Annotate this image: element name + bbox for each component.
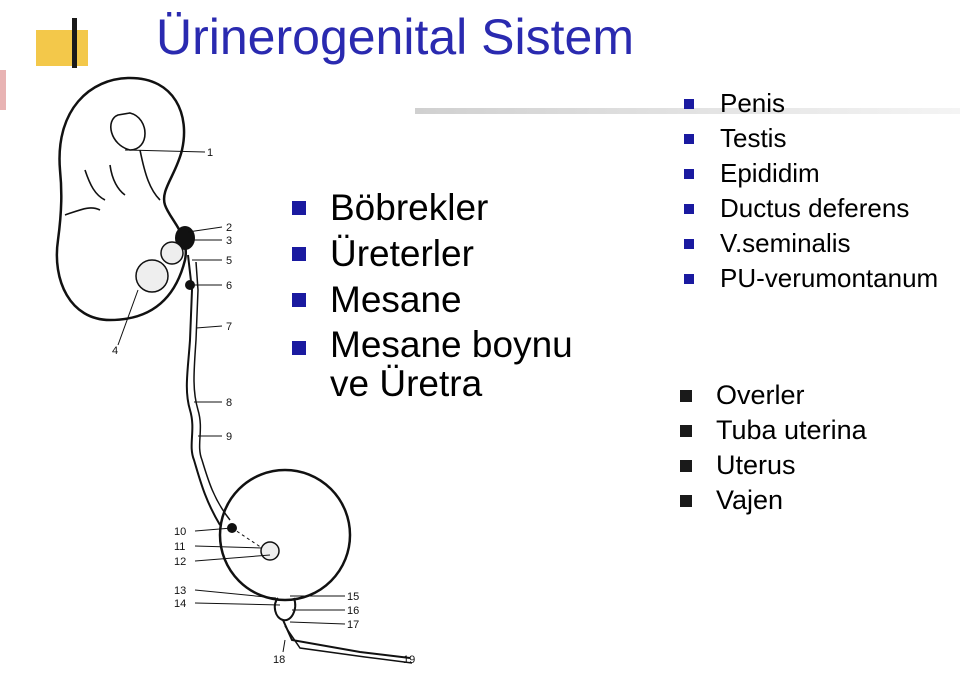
- diagram-label-15: 15: [347, 591, 359, 603]
- diagram-label-7: 7: [226, 321, 232, 333]
- square-bullet-icon: [292, 201, 306, 215]
- square-bullet-icon: [684, 99, 694, 109]
- female-genital-organs-list: Overler Tuba uterina Uterus Vajen: [680, 378, 940, 518]
- square-bullet-icon: [292, 293, 306, 307]
- urethra-lower: [284, 625, 413, 664]
- list-item-label: PU-verumontanum: [720, 263, 939, 293]
- ureter-stone: [185, 280, 195, 290]
- list-item: Epididim: [684, 156, 960, 191]
- diagram-label-9: 9: [226, 431, 232, 443]
- list-item-label: Tuba uterina: [716, 415, 867, 445]
- list-item: Penis: [684, 86, 960, 121]
- urinary-organs-list: Böbrekler Üreterler Mesane Mesane boynu …: [292, 185, 622, 403]
- list-item-label: Mesane boynu ve Üretra: [330, 324, 573, 404]
- square-bullet-icon: [684, 274, 694, 284]
- title-accent-block: [36, 30, 88, 66]
- square-bullet-icon: [684, 204, 694, 214]
- list-item: Mesane: [292, 277, 622, 323]
- square-bullet-icon: [680, 460, 692, 472]
- diagram-label-4: 4: [112, 345, 118, 357]
- diagram-label-1: 1: [207, 147, 213, 159]
- diagram-label-8: 8: [226, 397, 232, 409]
- list-item: V.seminalis: [684, 226, 960, 261]
- list-item: Overler: [680, 378, 940, 413]
- urinary-tract-diagram: 1 2 3 5 6 7 4 8 9 10 11 12 13 14 15 16 1…: [55, 76, 415, 666]
- diagram-label-19: 19: [403, 654, 415, 666]
- list-item-label: Epididim: [720, 158, 820, 188]
- list-item: PU-verumontanum: [684, 261, 960, 296]
- bladder-stone: [260, 541, 280, 561]
- diagram-label-10: 10: [174, 526, 186, 538]
- square-bullet-icon: [680, 425, 692, 437]
- list-item: Uterus: [680, 448, 940, 483]
- list-item-label: Mesane: [330, 279, 462, 320]
- square-bullet-icon: [680, 495, 692, 507]
- list-item: Üreterler: [292, 231, 622, 277]
- list-item: Testis: [684, 121, 960, 156]
- title-underline: [415, 108, 960, 114]
- ureter: [185, 254, 221, 526]
- square-bullet-icon: [292, 341, 306, 355]
- list-item-label: Uterus: [716, 450, 796, 480]
- square-bullet-icon: [680, 390, 692, 402]
- diagram-label-18: 18: [273, 654, 285, 666]
- title-accent-bar: [72, 18, 77, 68]
- diagram-label-17: 17: [347, 619, 359, 631]
- list-item-label: V.seminalis: [720, 228, 851, 258]
- list-item-label: Penis: [720, 88, 786, 118]
- diagram-label-12: 12: [174, 556, 186, 568]
- left-edge-mark: [0, 70, 6, 110]
- square-bullet-icon: [684, 239, 694, 249]
- renal-stone-2: [135, 259, 169, 293]
- list-item: Vajen: [680, 483, 940, 518]
- square-bullet-icon: [292, 247, 306, 261]
- bladder-outline: [218, 468, 352, 602]
- renal-stone-1: [160, 241, 184, 265]
- square-bullet-icon: [684, 169, 694, 179]
- list-item: Ductus deferens: [684, 191, 960, 226]
- list-item: Mesane boynu ve Üretra: [292, 325, 622, 403]
- list-item-label: Üreterler: [330, 233, 474, 274]
- diagram-label-3: 3: [226, 235, 232, 247]
- list-item-label: Overler: [716, 380, 805, 410]
- diagram-label-5: 5: [226, 255, 232, 267]
- diagram-label-2: 2: [226, 222, 232, 234]
- prostatic-urethra: [273, 597, 297, 622]
- square-bullet-icon: [684, 134, 694, 144]
- slide-title: Ürinerogenital Sistem: [156, 9, 634, 65]
- diagram-label-16: 16: [347, 605, 359, 617]
- male-genital-organs-list: Penis Testis Epididim Ductus deferens V.…: [684, 86, 960, 296]
- list-item-label: Ductus deferens: [720, 193, 910, 223]
- diagram-label-11: 11: [174, 541, 185, 553]
- diagram-label-13: 13: [174, 585, 186, 597]
- list-item-label: Böbrekler: [330, 187, 489, 228]
- list-item-label: Vajen: [716, 485, 784, 515]
- diagram-label-14: 14: [174, 598, 186, 610]
- list-item: Böbrekler: [292, 185, 622, 231]
- list-item-label: Testis: [720, 123, 787, 153]
- renal-calyces: [64, 112, 161, 216]
- stone-trail: [231, 527, 263, 549]
- ureter-inner: [193, 261, 231, 521]
- diagram-label-6: 6: [226, 280, 232, 292]
- list-item: Tuba uterina: [680, 413, 940, 448]
